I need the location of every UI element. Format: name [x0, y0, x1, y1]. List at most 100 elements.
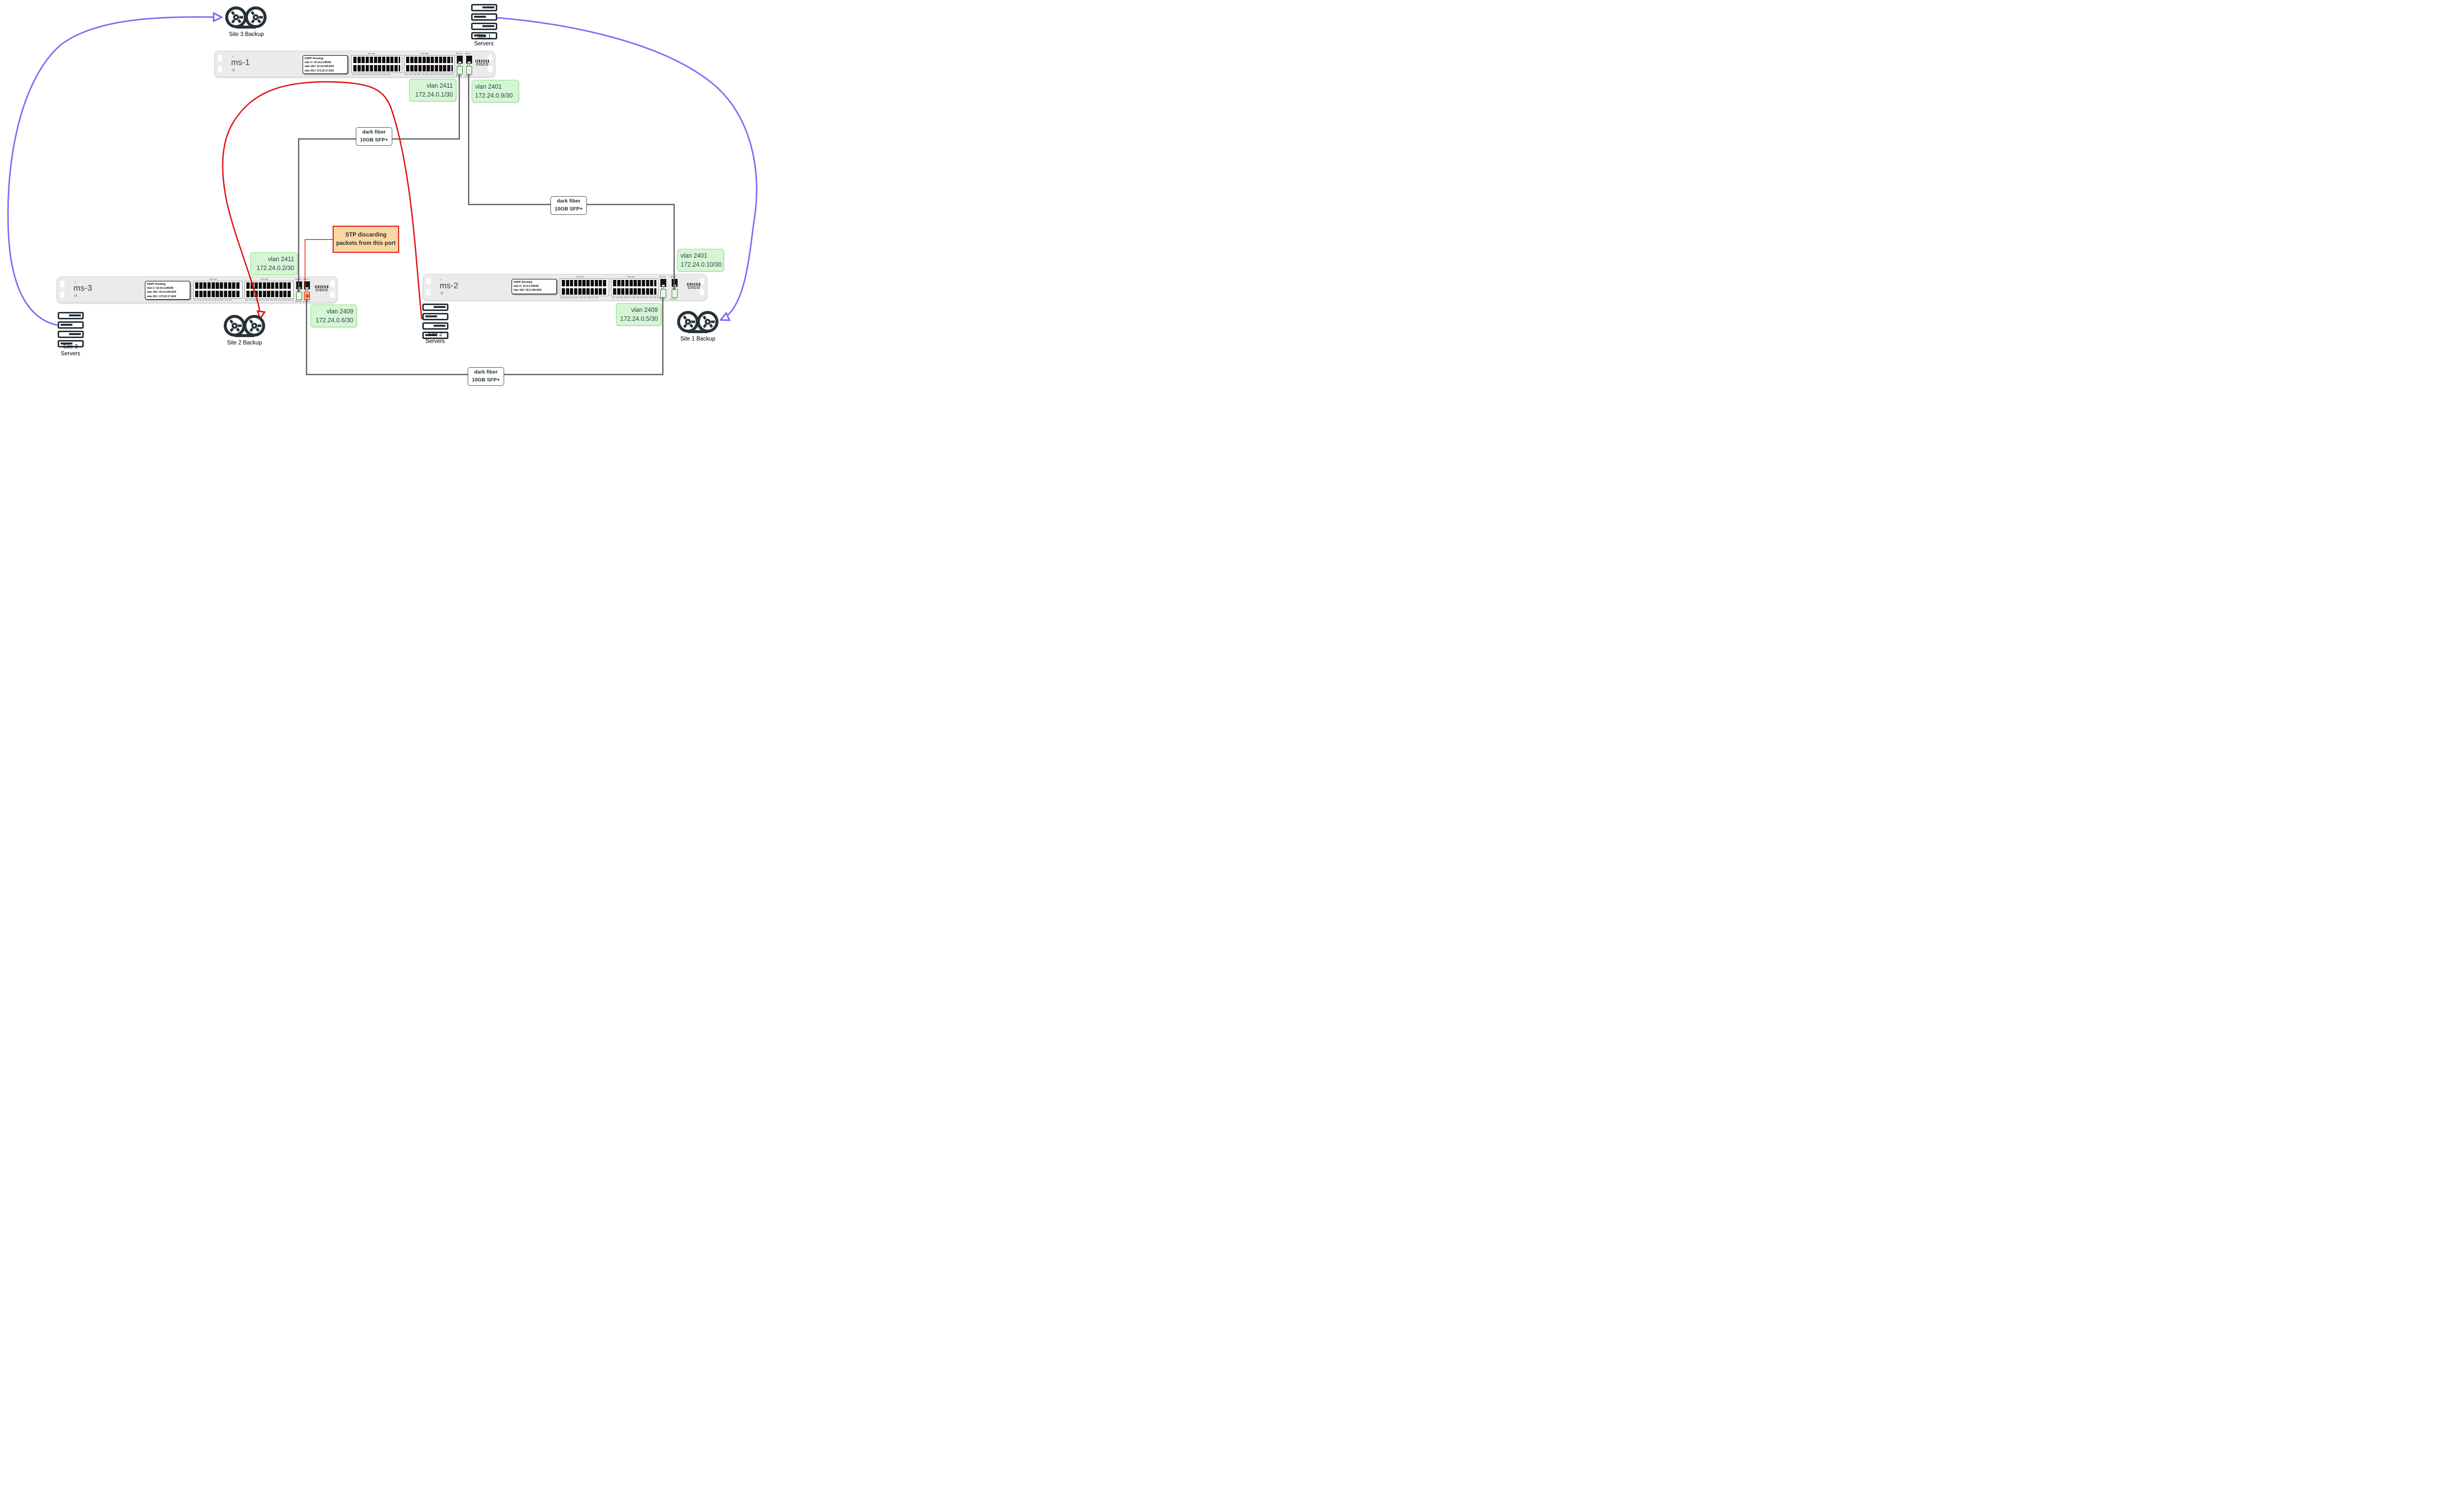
- fiber-label-line: dark fiber: [557, 198, 581, 204]
- vlan-label[interactable]: vlan 2401 172.24.0.10/30: [677, 249, 724, 272]
- ospf-title: OSPF Routing: [147, 283, 166, 286]
- server-unit: [471, 4, 497, 11]
- ospf-line: vlan 201 / 172.22.17.0/24: [305, 69, 334, 72]
- sfp-cage: [304, 281, 310, 289]
- server-rack-icon[interactable]: [58, 312, 84, 349]
- cisco-logo-word: CISCO: [687, 286, 700, 290]
- vlan-id: vlan 2409: [326, 308, 353, 315]
- port-bank: [193, 281, 242, 299]
- cisco-logo: CISCO: [686, 283, 701, 290]
- server-rack-icon[interactable]: [422, 304, 448, 341]
- status-dot: [232, 56, 234, 57]
- rj45-port-row: [406, 57, 453, 63]
- vlan-label[interactable]: vlan 2401 172.24.0.9/30: [472, 80, 519, 103]
- dark-fiber-label[interactable]: dark fiber 10GB SFP+: [550, 196, 587, 215]
- vlan-id: vlan 2401: [475, 83, 502, 90]
- server-unit: [471, 23, 497, 30]
- rj45-port-row: [353, 65, 400, 71]
- screw-hole: [700, 278, 704, 285]
- rj45-port-row: [613, 280, 656, 286]
- screw-hole: [330, 291, 335, 298]
- screw-hole: [218, 66, 222, 72]
- stp-note-connector[interactable]: [305, 239, 333, 290]
- status-dot: [441, 279, 442, 280]
- ospf-info-box[interactable]: OSPF Routing vlan 2 / 10.14.2.240/28 vla…: [145, 281, 190, 300]
- network-diagram: ms-1 ↺ OSPF Routing vlan 2 / 10.14.2.240…: [0, 0, 773, 389]
- dark-fiber-label[interactable]: dark fiber 10GB SFP+: [468, 367, 504, 386]
- ospf-info-box[interactable]: OSPF Routing vlan 2 / 10.3.2.240/28 vlan…: [512, 279, 557, 294]
- connector-layer: [7, 0, 757, 376]
- stp-note[interactable]: STP discarding packets from this port: [333, 226, 399, 253]
- switch-ms-1[interactable]: ms-1 ↺ OSPF Routing vlan 2 / 10.14.2.240…: [214, 51, 495, 77]
- rj45-port-row: [195, 282, 240, 289]
- switch-name: ms-2: [440, 281, 458, 290]
- server-unit: [471, 13, 497, 21]
- ospf-title: OSPF Routing: [305, 57, 323, 60]
- port-number-strip: 13▴ 14▾ 15▴ 16▾ 17▴ 18▾ 19▴ 20▾ 21▴ 22▾ …: [612, 297, 661, 299]
- vlan-id: vlan 2411: [268, 256, 294, 263]
- site-label: Site 3 Backup: [229, 32, 264, 37]
- rj45-port-row: [406, 65, 453, 71]
- sfp-arrows: ▲▼: [467, 64, 471, 66]
- site-label-line: Servers: [474, 41, 494, 47]
- rj45-port-row: [246, 291, 292, 297]
- site-label-line: Servers: [425, 339, 445, 345]
- sfp-module-green[interactable]: [296, 292, 302, 300]
- stp-note-line: STP discarding: [345, 232, 387, 238]
- server-unit: [471, 32, 497, 39]
- tape-backup-icon[interactable]: [223, 312, 266, 340]
- rj45-port-row: [195, 291, 240, 297]
- cisco-logo-bars: [476, 60, 489, 63]
- bank-header: PoE GbE: [627, 276, 635, 278]
- vlan-label[interactable]: vlan 2411 172.24.0.2/30: [250, 252, 298, 275]
- fiber-link-ms3-ms2[interactable]: [306, 298, 664, 376]
- server-unit: [422, 313, 448, 320]
- switch-name: ms-3: [73, 283, 92, 293]
- screw-hole: [426, 289, 431, 296]
- ospf-line: vlan 2 / 10.14.2.240/28: [305, 61, 331, 65]
- switch-name: ms-1: [231, 58, 250, 67]
- rj45-port-row: [246, 282, 292, 289]
- purple-backup-path-site3[interactable]: [7, 17, 221, 326]
- site-label: Site 1 Servers: [464, 34, 504, 48]
- bank-header: PoE GbE: [209, 278, 217, 280]
- screw-hole: [330, 280, 335, 287]
- vlan-ip: 172.24.0.9/30: [475, 92, 513, 100]
- tape-backup-icon[interactable]: [677, 308, 719, 336]
- screw-hole: [700, 289, 704, 296]
- vlan-label[interactable]: vlan 2409 172.24.0.5/30: [616, 303, 661, 326]
- server-rack-icon[interactable]: [471, 4, 497, 41]
- sfp-arrows: ▲▼: [305, 289, 308, 292]
- server-unit: [422, 332, 448, 339]
- vlan-id: vlan 2409: [631, 307, 658, 313]
- site-label: Site 2 Backup: [227, 340, 262, 346]
- fiber-link-ms1-ms2[interactable]: [468, 74, 675, 289]
- port-number-strip: 1▴ 2▾ 3▴ 4▾ 5▴ 6▾ 7▴ 8▾ 9▴ 10▾ 11▴ 12▾: [194, 299, 232, 301]
- screw-hole: [218, 55, 222, 62]
- purple-backup-path-site1[interactable]: [497, 17, 757, 320]
- vlan-label[interactable]: vlan 2409 172.24.0.6/30: [310, 305, 357, 328]
- port-number-strip: 1▴ 2▾ 3▴ 4▾ 5▴ 6▾ 7▴ 8▾ 9▴ 10▾ 11▴ 12▾: [352, 73, 390, 75]
- sfp-module-green[interactable]: [660, 289, 666, 298]
- screw-hole: [488, 55, 492, 62]
- ospf-info-box[interactable]: OSPF Routing vlan 2 / 10.14.2.240/28 vla…: [303, 55, 348, 74]
- rj45-port-row: [353, 57, 400, 63]
- screw-hole: [60, 280, 65, 287]
- cisco-logo: CISCO: [475, 60, 490, 67]
- ospf-line: vlan 100 / 10.14.100.0/24: [305, 65, 334, 68]
- fiber-link-ms1-ms3[interactable]: [298, 74, 460, 292]
- vlan-id: vlan 2401: [681, 252, 708, 259]
- switch-ms-3[interactable]: ms-3 ↺ OSPF Routing vlan 2 / 10.14.2.240…: [57, 276, 338, 303]
- cisco-logo-bars: [315, 285, 329, 288]
- sfp-module-green[interactable]: [672, 289, 678, 298]
- stp-note-line: packets from this port: [336, 240, 396, 246]
- port-bank: [351, 55, 402, 73]
- site-label-line: Site 3: [63, 344, 78, 350]
- vlan-label[interactable]: vlan 2411 172.24.0.1/30: [409, 79, 456, 102]
- port-bank: [560, 278, 609, 296]
- dark-fiber-label[interactable]: dark fiber 10GB SFP+: [356, 127, 392, 146]
- red-backup-path-site2[interactable]: [222, 81, 423, 319]
- server-unit: [58, 312, 84, 319]
- server-unit: [58, 331, 84, 338]
- tape-backup-icon[interactable]: [225, 4, 267, 32]
